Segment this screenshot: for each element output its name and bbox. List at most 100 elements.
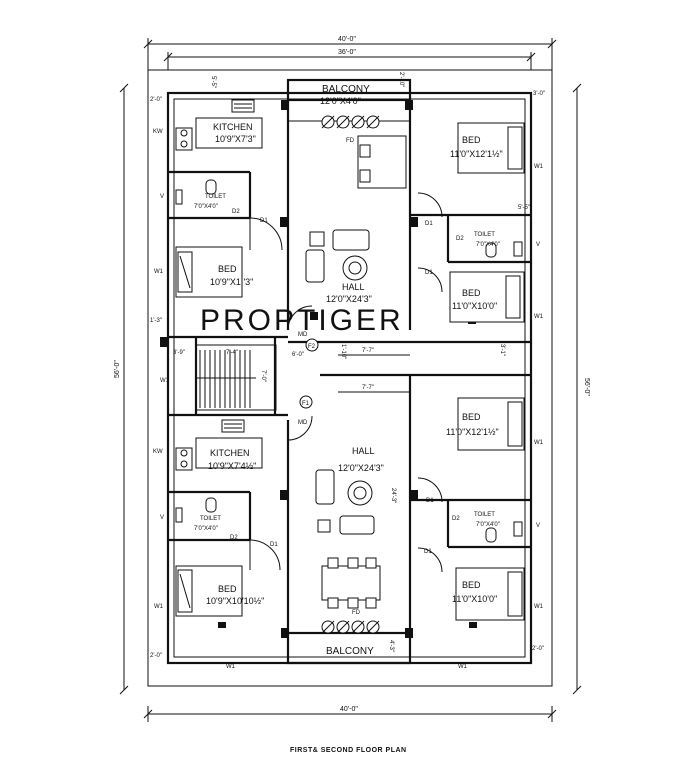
d2-tag-bl: D2 [230,535,238,541]
bed-br2-name: BED [462,580,481,590]
fd-tag-top: FD [346,138,355,144]
dim-lobby-height: 7'-0" [260,370,266,382]
lobby: 6'-0" F2 F1 MD MD 7'-7" 7'-7" 1'-10" 3'-… [287,305,505,441]
w1-tag-br-bottom: W1 [458,664,468,670]
balcony-top-name: BALCONY [322,84,370,95]
bed-tr1-size: 11'0"X12'1½" [450,149,503,159]
bedroom-bottom-right-2: BED 11'0"X10'0" W1 D1 W1 [417,547,544,670]
bed-br1-size: 11'0"X12'1½" [446,427,499,437]
w1-tag-tl: W1 [154,269,164,275]
dim-passage-top: 7'-7" [362,348,374,354]
bed-tl-size: 10'9"X1 '3" [210,277,253,287]
d1-tag-bl: D1 [270,542,278,548]
d2-tag-tl: D2 [232,209,240,215]
v-tag-tl: V [160,194,164,200]
w1-tag-tr1: W1 [534,164,544,170]
toilet-tl-size: 7'0"X4'0" [194,204,218,210]
toilet-br-size: 7'0"X4'0" [476,522,500,528]
kw-tag-top: KW [153,129,163,135]
kw-tag-bottom: KW [153,449,163,455]
bed-tr2-size: 11'0"X10'0" [452,301,497,311]
toilet-tr-size: 7'0"X4'0" [476,242,500,248]
w1-tag-tr2: W1 [534,314,544,320]
d1-tag-br1: D1 [426,498,434,504]
d1-tag-br2: D1 [424,549,432,555]
hall-top-name: HALL [342,282,365,292]
side-dimensions: 56'-0" 56'-0" [114,83,590,695]
toilet-br-name: TOILET [474,512,495,518]
bed-tl-name: BED [218,264,237,274]
toilet-tr-name: TOILET [474,232,495,238]
balcony-top-size: 12'0"X4'0" [320,96,361,106]
toilet-bl-name: TOILET [200,516,221,522]
kitchen-top-name: KITCHEN [213,122,253,132]
f2-tag: F2 [308,344,316,350]
hall-bottom: HALL 12'0"X24'3" 24'-3" 4'-3" [315,446,396,652]
dim-overall-top: 40'-0" [338,36,356,43]
bed-br1-name: BED [462,412,481,422]
balcony-top: BALCONY 12'0"X4'0" FD [286,78,412,144]
hall-bottom-size: 12'0"X24'3" [338,463,384,473]
kitchen-top: KITCHEN 10'9"X7'3" KW [153,99,263,151]
v-tag-tr: V [536,242,540,248]
structural-columns [160,100,477,638]
bottom-dimension: 40'-0" [143,706,557,722]
md-tag-bottom: MD [298,420,308,426]
bed-bl-size: 10'9"X10'10½" [206,596,264,606]
bed-tr1-name: BED [462,135,481,145]
d1-tag-tr2: D1 [425,270,433,276]
dim-setback-tr: 3'-0" [533,91,545,97]
dim-small-tr: 5'-5" [518,205,530,211]
dim-stair-run: 7'-4" [226,350,238,356]
dim-height-left: 56'-0" [114,360,121,378]
bedroom-top-right-1: BED 11'0"X12'1½" W1 D1 5'-5" [417,122,544,227]
f1-tag: F1 [302,401,310,407]
dim-overall-bottom: 40'-0" [340,706,358,713]
dim-inner-top: 36'-0" [338,49,356,56]
dim-passage-bottom: 7'-7" [362,385,374,391]
kitchen-top-size: 10'9"X7'3" [215,134,256,144]
toilet-tl-name: TOILET [205,194,226,200]
w1-tag-stair: W1 [160,378,170,384]
md-tag-top: MD [298,332,308,338]
d1-tag-tr1: D1 [425,221,433,227]
bedroom-bottom-left: BED 10'9"X10'10½" W1 D1 W1 [154,539,281,670]
toilet-bottom-left: TOILET 7'0"X4'0" D2 V [160,497,238,541]
plot-boundary [147,69,553,687]
dim-lobby-width: 6'-0" [292,352,304,358]
dim-height-right: 56'-0" [583,378,590,396]
dim-hall-depth: 24'-3" [390,488,396,503]
staircase: 3'-9" 7'-4" W1 7'-0" [160,344,277,411]
bed-br2-size: 11'0"X10'0" [452,594,497,604]
toilet-bottom-right: TOILET 7'0"X4'0" D2 V [452,512,540,543]
kitchen-bottom-name: KITCHEN [210,448,250,458]
dim-balcony-gap: 4'-3" [388,640,394,652]
bedroom-top-left: BED 10'9"X1 '3" D1 1'-3" [150,217,283,324]
balcony-bottom: BALCONY FD [286,610,412,665]
kitchen-bottom: KITCHEN 10'9"X7'4½" KW [153,419,263,471]
fd-tag-bottom: FD [352,610,361,616]
w1-tag-br2: W1 [534,604,544,610]
dim-stair-width: 3'-9" [173,350,185,356]
dim-right-gap: 3'-1" [499,344,505,356]
dim-setback-br: 2'-0" [532,646,544,652]
dim-small-a: 5'-5" [210,76,216,88]
bed-tr2-name: BED [462,288,481,298]
toilet-top-left: TOILET 7'0"X4'0" D2 V W1 [154,179,240,275]
d1-tag-tl: D1 [260,218,268,224]
balcony-bottom-name: BALCONY [326,646,374,657]
plan-title: FIRST& SECOND FLOOR PLAN [290,747,407,754]
interior-walls [168,100,531,633]
dim-setback-tl: 2'-0" [150,97,162,103]
top-dimensions: 40'-0" 36'-0" [143,36,557,70]
bedroom-bottom-right-1: BED 11'0"X12'1½" W1 D1 [417,397,544,504]
w1-tag-bl-bottom: W1 [226,664,236,670]
hall-top: HALL 12'0"X24'3" [305,135,407,304]
toilet-bl-size: 7'0"X4'0" [194,526,218,532]
hall-top-size: 12'0"X24'3" [326,294,372,304]
bedroom-top-right-2: BED 11'0"X10'0" W1 D1 [417,267,544,323]
bed-bl-name: BED [218,584,237,594]
v-tag-bl: V [160,515,164,521]
dim-setback-bl: 2'-0" [150,653,162,659]
